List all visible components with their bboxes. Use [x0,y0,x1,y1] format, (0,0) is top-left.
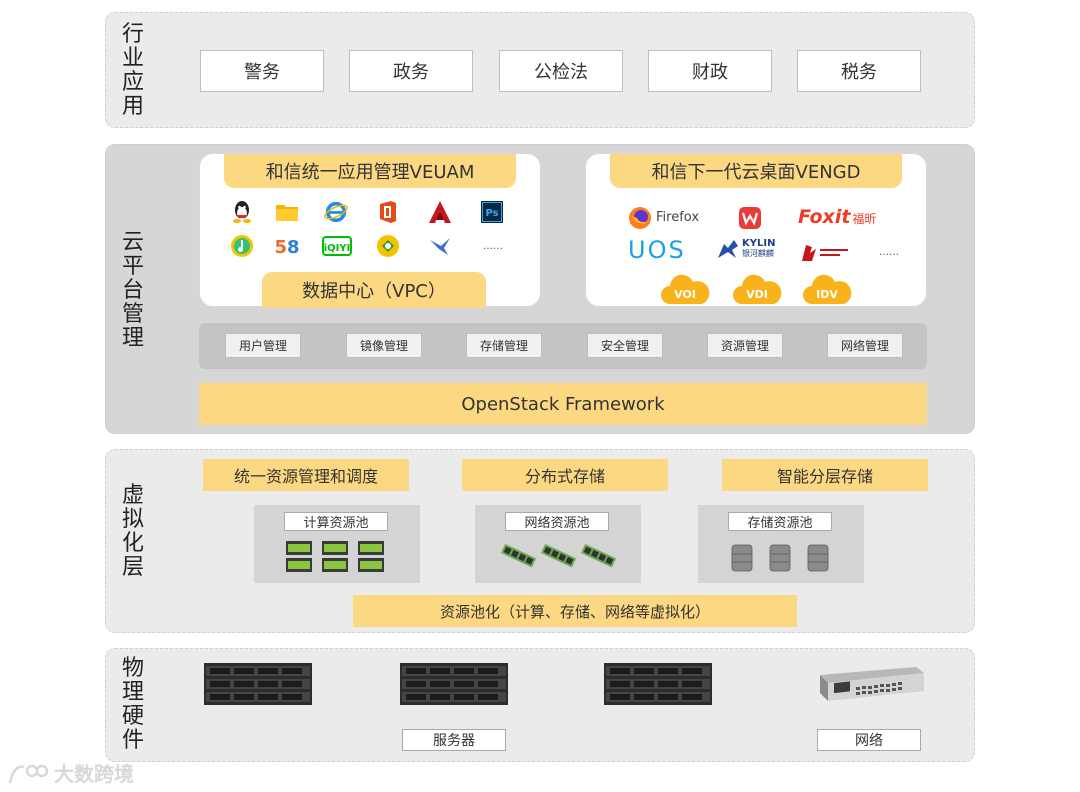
server-rack-icon [400,663,508,705]
storage-pool: 存储资源池 [698,505,864,583]
firefox-label: Firefox [656,210,700,225]
compute-chip-icon [286,541,384,572]
ie-browser-icon [324,200,348,224]
svg-text:iQIYI: iQIYI [324,243,351,254]
qq-icon [230,200,254,224]
mgmt-user[interactable]: 用户管理 [225,333,301,358]
industry-item-tax[interactable]: 税务 [797,50,921,92]
vdi-cloud-icon: VDI [732,274,782,306]
server-rack-icon [204,663,312,705]
watermark-logo-icon [8,764,48,783]
cloud-platform-layer: 云平台管理 和信统一应用管理VEUAM Ps 58 iQIYI [105,144,975,434]
industry-item-police[interactable]: 警务 [200,50,324,92]
virtualization-layer: 虚拟化层 统一资源管理和调度 分布式存储 智能分层存储 计算资源池 网络资源池 … [105,449,975,633]
mgmt-image[interactable]: 镜像管理 [346,333,422,358]
iqiyi-icon: iQIYI [322,234,352,258]
folder-icon [275,200,299,224]
tiered-storage: 智能分层存储 [722,459,928,491]
game-pad-icon [376,234,400,258]
foxit-wordmark: Foxit [798,206,851,228]
bird-app-icon [428,234,452,258]
voi-label: VOI [674,288,696,301]
58-icon: 58 [272,234,302,258]
watermark-text: 大数跨境 [54,762,134,786]
vdi-label: VDI [746,288,768,301]
uos-logo: UOS [628,236,686,264]
compute-pool: 计算资源池 [254,505,420,583]
network-label: 网络 [817,729,921,751]
watermark: 大数跨境 [8,758,134,787]
voi-cloud-icon: VOI [660,274,710,306]
server-rack-icon [604,663,712,705]
virtualization-layer-title: 虚拟化层 [121,483,144,580]
autocad-icon [428,200,452,224]
unified-scheduling: 统一资源管理和调度 [203,459,409,491]
mgmt-security[interactable]: 安全管理 [587,333,663,358]
kylin-logo: KYLIN 银河麒麟 [716,238,775,260]
photoshop-icon: Ps [480,200,504,224]
storage-pool-label: 存储资源池 [728,512,832,531]
datacenter-vpc: 数据中心（VPC） [262,272,486,308]
wps-icon [738,206,762,230]
industry-app-layer: 行业应用 警务 政务 公检法 财政 税务 [105,12,975,128]
compute-pool-label: 计算资源池 [284,512,388,531]
cloud-platform-layer-title: 云平台管理 [121,230,144,351]
distributed-storage: 分布式存储 [462,459,668,491]
svg-text:Ps: Ps [485,208,498,219]
network-switch-icon [820,667,924,701]
mgmt-network[interactable]: 网络管理 [827,333,903,358]
kylin-wordmark: KYLIN [742,238,776,249]
vengd-title: 和信下一代云桌面VENGD [610,154,902,188]
industry-item-finance[interactable]: 财政 [648,50,772,92]
industry-item-judiciary[interactable]: 公检法 [499,50,623,92]
openstack-framework: OpenStack Framework [199,383,927,425]
red-flag-logo [800,240,850,264]
industry-item-government[interactable]: 政务 [349,50,473,92]
industry-app-layer-title: 行业应用 [121,22,144,119]
foxit-cn-wordmark: 福昕 [852,212,877,226]
vengd-more: …… [879,246,899,258]
server-label: 服务器 [402,729,506,751]
qq-music-icon [230,234,254,258]
veuam-more: …… [483,240,503,252]
management-bar: 用户管理 镜像管理 存储管理 安全管理 资源管理 网络管理 [199,323,927,369]
memory-module-icon [500,543,617,568]
office-icon [376,200,400,224]
resource-pooling: 资源池化（计算、存储、网络等虚拟化） [353,595,797,627]
kylin-icon [718,240,738,258]
network-pool-label: 网络资源池 [505,512,609,531]
network-pool: 网络资源池 [475,505,641,583]
vengd-panel: 和信下一代云桌面VENGD Firefox Foxit 福昕 UOS KYLIN… [585,153,927,307]
kylin-cn-wordmark: 银河麒麟 [742,249,774,258]
database-icon [731,544,829,572]
veuam-panel: 和信统一应用管理VEUAM Ps 58 iQIYI [199,153,541,308]
mgmt-resource[interactable]: 资源管理 [707,333,783,358]
veuam-title: 和信统一应用管理VEUAM [224,154,516,188]
firefox-icon [628,206,652,230]
physical-layer-title: 物理硬件 [121,656,144,753]
svg-text:58: 58 [274,237,299,258]
physical-layer: 物理硬件 服务器 网络 [105,648,975,762]
mgmt-storage[interactable]: 存储管理 [466,333,542,358]
foxit-logo: Foxit 福昕 [798,206,876,228]
idv-cloud-icon: IDV [802,274,852,306]
idv-label: IDV [816,288,838,301]
